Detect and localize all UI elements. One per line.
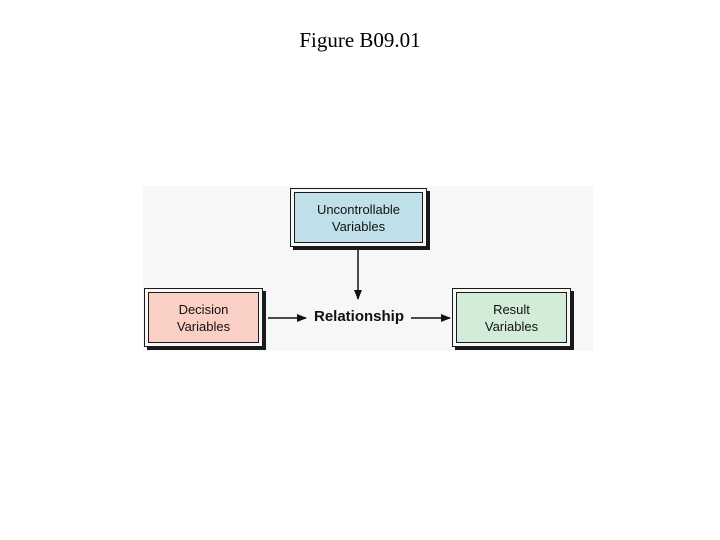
result-variables-box: Result Variables bbox=[452, 288, 571, 347]
decision-label-line2: Variables bbox=[176, 318, 231, 334]
decision-label-line1: Decision bbox=[178, 301, 229, 317]
result-variables-inner: Result Variables bbox=[456, 292, 567, 343]
result-label-line2: Variables bbox=[484, 318, 539, 334]
uncontrollable-variables-box: Uncontrollable Variables bbox=[290, 188, 427, 247]
decision-variables-inner: Decision Variables bbox=[148, 292, 259, 343]
relationship-label: Relationship bbox=[313, 308, 404, 325]
uncontrollable-variables-inner: Uncontrollable Variables bbox=[294, 192, 423, 243]
uncontrollable-label-line1: Uncontrollable bbox=[316, 201, 401, 217]
result-label-line1: Result bbox=[493, 301, 530, 317]
decision-variables-box: Decision Variables bbox=[144, 288, 263, 347]
uncontrollable-label-line2: Variables bbox=[331, 218, 386, 234]
slide-title: Figure B09.01 bbox=[299, 28, 421, 52]
